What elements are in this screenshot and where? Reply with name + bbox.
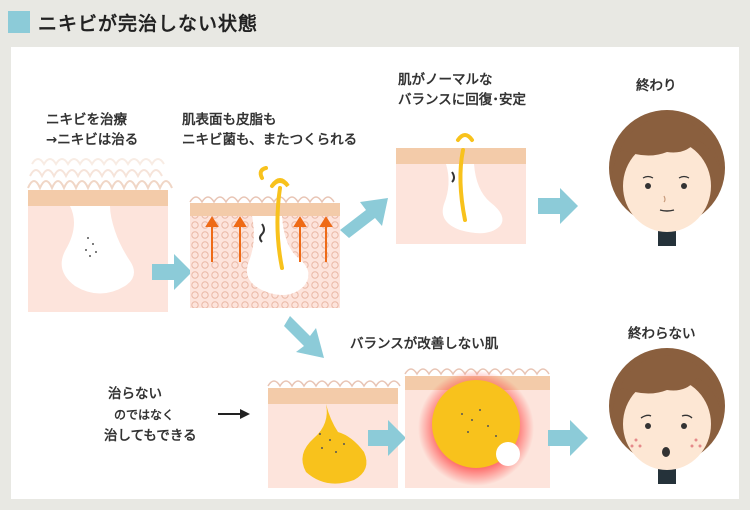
- title-accent-square: [8, 11, 30, 33]
- sebum-drop-icon: [456, 133, 474, 222]
- sebum-drop-icon: [258, 166, 290, 270]
- note-line2: のではなく: [114, 408, 175, 422]
- step3-label-line2: バランスに回復･安定: [398, 92, 526, 108]
- flow-arrow-icon: [152, 254, 192, 290]
- skin-block-inflamed: [404, 368, 550, 488]
- face-worried-icon: [609, 348, 725, 484]
- right-pointer-icon: [218, 409, 250, 419]
- page-title: ニキビが完治しない状態: [38, 13, 259, 35]
- face-calm-icon: [609, 110, 725, 246]
- bad-balance-label: バランスが改善しない肌: [350, 336, 499, 352]
- skin-block-recurring: [189, 166, 340, 308]
- skin-block-treated: [27, 158, 173, 312]
- step1-label-line2: →ニキビは治る: [46, 132, 139, 148]
- step2-label-line2: ニキビ菌も、またつくられる: [182, 132, 358, 148]
- flow-arrow-icon: [368, 420, 406, 456]
- note-line3: 治してもできる: [104, 428, 197, 444]
- flow-arrow-icon: [538, 188, 578, 224]
- step3-label-line1: 肌がノーマルな: [398, 72, 493, 88]
- skin-block-normal: [396, 133, 526, 244]
- flow-arrow-icon: [548, 420, 588, 456]
- up-arrow-icon: [205, 216, 333, 262]
- end-bad-label: 終わらない: [628, 326, 696, 342]
- flow-arrow-icon: [340, 198, 388, 238]
- step2-label-line1: 肌表面も皮脂も: [182, 112, 277, 128]
- note-line1: 治らない: [108, 386, 162, 402]
- flow-arrow-icon: [284, 316, 324, 358]
- end-good-label: 終わり: [636, 78, 677, 94]
- hair-fringe: [27, 158, 173, 191]
- step1-label-line1: ニキビを治療: [46, 112, 127, 128]
